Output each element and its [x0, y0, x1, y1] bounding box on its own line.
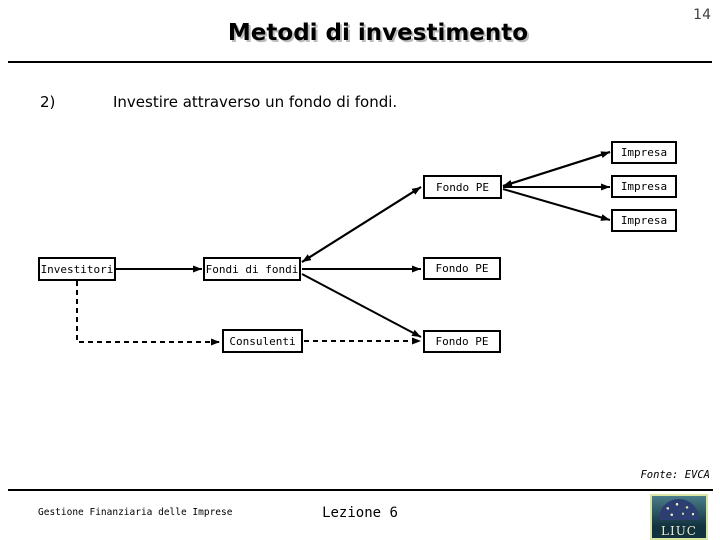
edge-fondope1-impresa1-b: [502, 151, 611, 187]
source-note: Fonte: EVCA: [640, 469, 710, 481]
observatory-dome-icon: [659, 499, 699, 520]
bullet-text: Investire attraverso un fondo di fondi.: [113, 93, 398, 111]
node-impresa-2: Impresa: [611, 175, 677, 198]
header-divider: [8, 61, 712, 63]
node-investitori: Investitori: [38, 257, 116, 281]
page-number: 14: [693, 7, 711, 23]
footer-lesson-label: Lezione 6: [322, 505, 398, 521]
liuc-logo-text: LIUC: [660, 524, 697, 538]
edge-investitori-consulenti: [76, 281, 220, 346]
edge-fondope1-impresa3: [502, 188, 611, 221]
node-impresa-3: Impresa: [611, 209, 677, 232]
footer-divider: [8, 489, 713, 491]
node-fondo-pe-2: Fondo PE: [423, 257, 501, 280]
node-fondo-pe-3: Fondo PE: [423, 330, 501, 353]
footer-course-name: Gestione Finanziaria delle Imprese: [38, 507, 233, 518]
liuc-logo-emblem: LIUC: [652, 496, 706, 538]
edge-fondifondi-fondope1-b: [301, 186, 422, 263]
node-consulenti: Consulenti: [222, 329, 303, 353]
liuc-logo: LIUC: [650, 494, 708, 540]
edge-fondifondi-fondope3: [301, 273, 422, 338]
page-title: Metodi di investimento: [227, 20, 529, 46]
node-fondi-di-fondi: Fondi di fondi: [203, 257, 301, 281]
node-impresa-1: Impresa: [611, 141, 677, 164]
node-fondo-pe-1: Fondo PE: [423, 175, 502, 199]
bullet-number: 2): [40, 93, 56, 111]
